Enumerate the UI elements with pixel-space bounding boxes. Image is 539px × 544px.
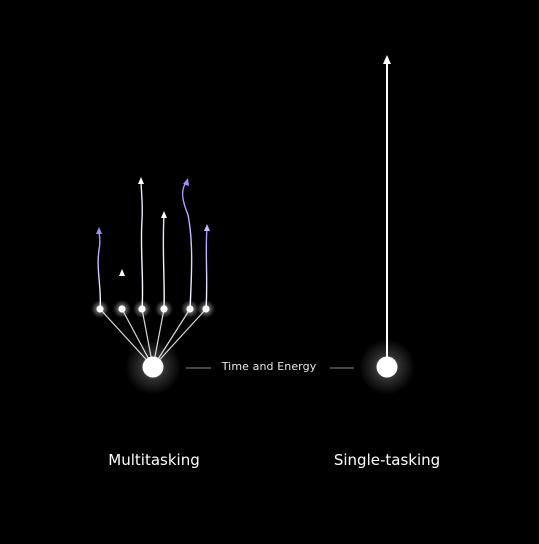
time-and-energy-label: Time and Energy: [221, 360, 317, 373]
small-nodes: [91, 300, 215, 318]
small-node-6: [202, 305, 210, 313]
thread-arrow-6: [205, 227, 208, 310]
thread-arrow-1: [97, 230, 102, 310]
single-task-node: [376, 356, 398, 378]
multitasking-caption: Multitasking: [108, 451, 200, 469]
small-node-3: [138, 305, 146, 313]
thread-arrowheads: [96, 177, 210, 276]
small-node-1: [96, 305, 104, 313]
thread-arrow-4: [162, 214, 165, 310]
single-tasking-caption: Single-tasking: [333, 451, 441, 469]
arrowhead-1: [96, 227, 102, 234]
small-node-2: [118, 305, 126, 313]
arrowhead-6: [204, 224, 210, 231]
multitask-node: [142, 356, 164, 378]
single-task-arrowhead: [383, 55, 391, 64]
thread-arrow-5: [181, 180, 193, 310]
thread-arrow-3: [140, 180, 144, 310]
arrowhead-5: [183, 178, 189, 186]
arrowhead-4: [161, 211, 167, 218]
arrowhead-2: [119, 269, 125, 276]
arrowhead-3: [138, 177, 144, 184]
small-node-5: [186, 305, 194, 313]
multitask-threads: [97, 180, 208, 310]
small-node-4: [160, 305, 168, 313]
